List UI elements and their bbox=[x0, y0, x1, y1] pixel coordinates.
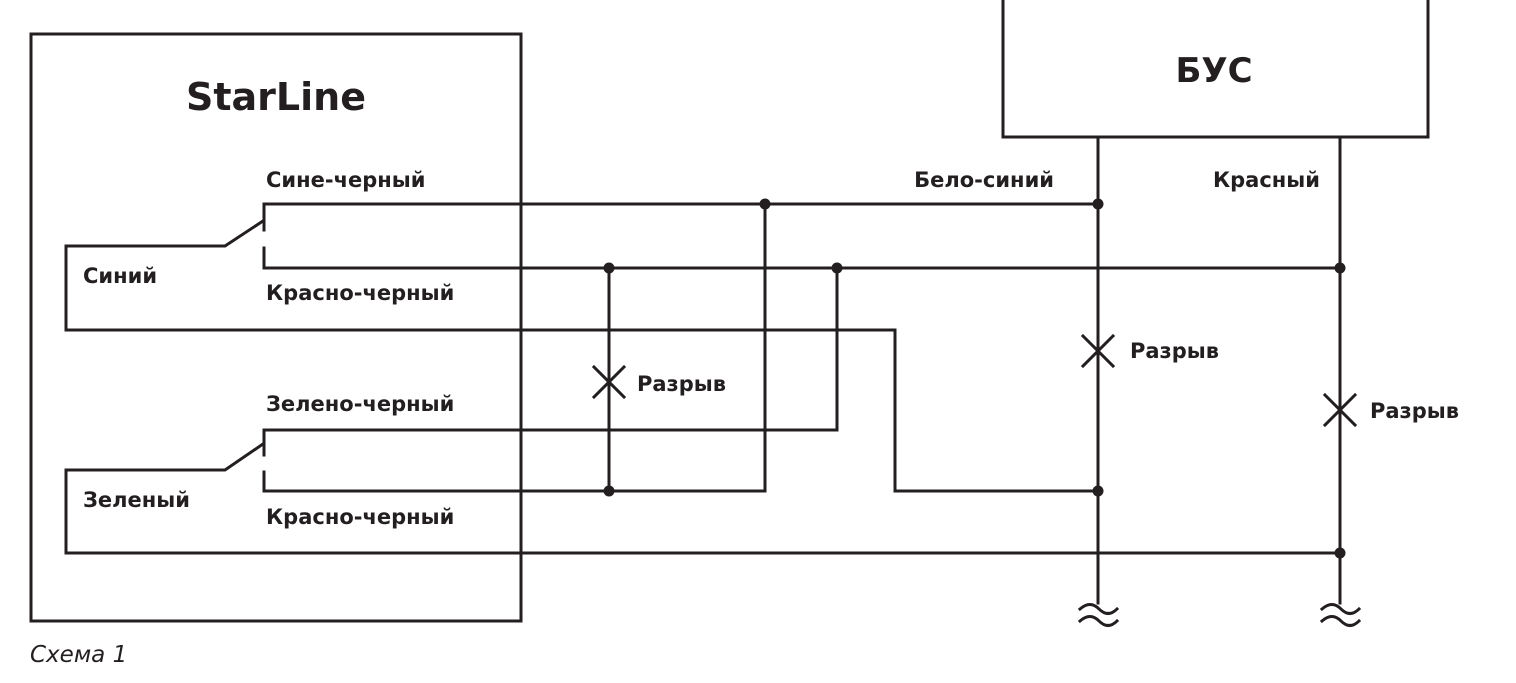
cut-cross-icon-stroke bbox=[591, 364, 627, 400]
junction-dot bbox=[603, 485, 615, 497]
starline-block: StarLine bbox=[29, 32, 523, 623]
label-cut-white-blue: Разрыв bbox=[1130, 339, 1219, 363]
switch-top-lever bbox=[64, 218, 266, 332]
diagram-caption: Схема 1 bbox=[30, 642, 127, 668]
cut-cross-icon-stroke bbox=[1080, 333, 1116, 369]
ground-symbol-right bbox=[1319, 603, 1362, 627]
junction-dot bbox=[603, 262, 615, 274]
label-red: Красный bbox=[1213, 168, 1320, 192]
ground-wave-icon bbox=[1077, 603, 1120, 615]
bus-box bbox=[1001, 0, 1430, 139]
label-red-black-top: Красно-черный bbox=[266, 281, 454, 305]
ground-symbol-left bbox=[1077, 603, 1120, 627]
ground-wave-icon bbox=[1077, 615, 1120, 627]
cut-mark-white-blue bbox=[1080, 333, 1116, 369]
cut-mark-red bbox=[1322, 392, 1358, 428]
bus-block: БУС bbox=[1001, 0, 1430, 139]
label-blue: Синий bbox=[83, 264, 157, 288]
switch-bottom bbox=[64, 428, 266, 555]
label-cut-jumper: Разрыв bbox=[637, 372, 726, 396]
starline-logo: StarLine bbox=[186, 75, 366, 119]
cut-mark-jumper bbox=[591, 364, 627, 400]
wires bbox=[64, 135, 1342, 605]
junction-dot bbox=[759, 198, 771, 210]
label-green-black: Зелено-черный bbox=[266, 392, 454, 416]
junction-dot bbox=[1334, 262, 1346, 274]
label-green: Зеленый bbox=[83, 488, 190, 512]
ground-wave-icon bbox=[1319, 603, 1362, 615]
junction-dot bbox=[1092, 485, 1104, 497]
labels: Сине-черный Синий Красно-черный Зелено-ч… bbox=[30, 168, 1459, 668]
junction-dot bbox=[831, 262, 843, 274]
ground-wave-icon bbox=[1319, 615, 1362, 627]
switch-bottom-lever bbox=[64, 441, 266, 555]
switch-top bbox=[64, 202, 266, 332]
junction-dot bbox=[1334, 547, 1346, 559]
label-red-black-bottom: Красно-черный bbox=[266, 505, 454, 529]
wire-blue-common bbox=[64, 328, 1100, 493]
junction-dot bbox=[1092, 198, 1104, 210]
starline-box bbox=[29, 32, 523, 623]
label-cut-red: Разрыв bbox=[1370, 399, 1459, 423]
junctions bbox=[603, 198, 1346, 559]
cut-cross-icon-stroke bbox=[1322, 392, 1358, 428]
label-blue-black: Сине-черный bbox=[266, 168, 426, 192]
bus-title: БУС bbox=[1175, 51, 1252, 91]
label-white-blue: Бело-синий bbox=[914, 168, 1054, 192]
